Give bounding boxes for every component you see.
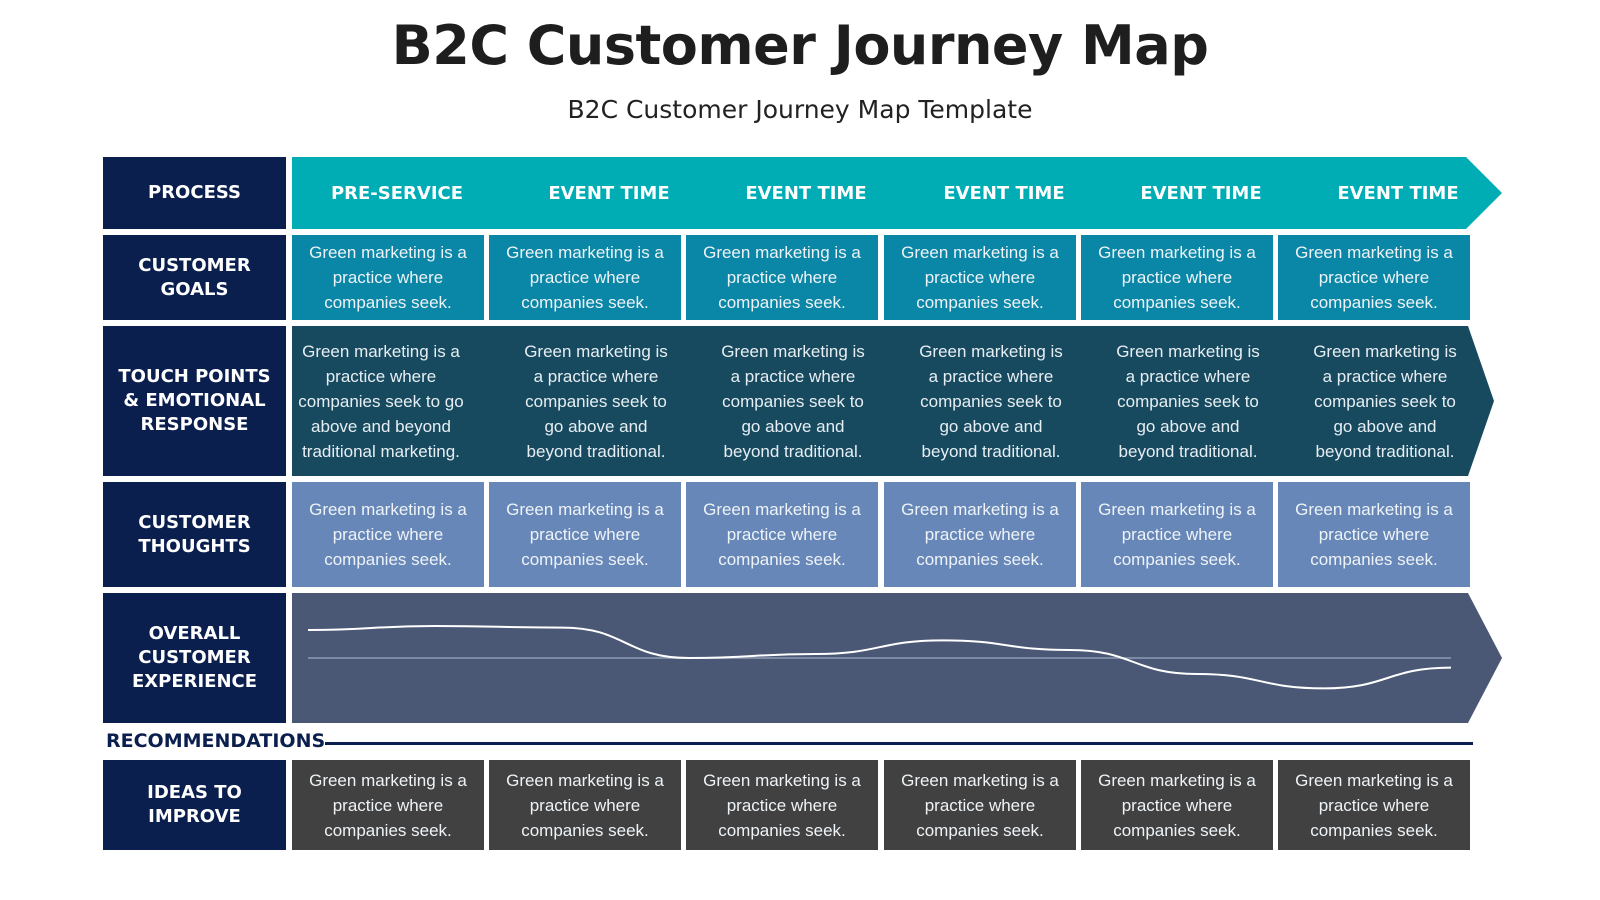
- stage-label: PRE-SERVICE: [330, 182, 464, 204]
- stage-chevron: [678, 157, 918, 229]
- idea-cell: Green marketing is a practice where comp…: [686, 760, 878, 850]
- touch-point-chevron: [1272, 326, 1494, 476]
- touch-point-text: Green marketing is a practice where comp…: [298, 341, 464, 461]
- row-label-customer-thoughts: CUSTOMER THOUGHTS: [103, 482, 286, 587]
- idea-cell: Green marketing is a practice where comp…: [489, 760, 681, 850]
- customer-thought-cell: Green marketing is a practice where comp…: [884, 482, 1076, 587]
- stage-chevron: [292, 157, 524, 229]
- customer-goal-cell: Green marketing is a practice where comp…: [884, 235, 1076, 320]
- customer-thought-cell: Green marketing is a practice where comp…: [1081, 482, 1273, 587]
- touch-point-text: Green marketing is a practice where comp…: [524, 341, 668, 461]
- stage-label: EVENT TIME: [943, 182, 1065, 204]
- stage-chevron: [1270, 157, 1502, 229]
- touch-point-text: Green marketing is a practice where comp…: [1116, 341, 1260, 461]
- touch-point-text: Green marketing is a practice where comp…: [919, 341, 1063, 461]
- customer-thought-cell: Green marketing is a practice where comp…: [686, 482, 878, 587]
- idea-cell: Green marketing is a practice where comp…: [1081, 760, 1273, 850]
- page-title: B2C Customer Journey Map: [391, 14, 1209, 77]
- touch-point-chevron: [878, 326, 1108, 476]
- customer-thought-cell: Green marketing is a practice where comp…: [489, 482, 681, 587]
- stage-label: EVENT TIME: [548, 182, 670, 204]
- idea-cell: Green marketing is a practice where comp…: [292, 760, 484, 850]
- page-subtitle: B2C Customer Journey Map Template: [567, 95, 1033, 124]
- touch-point-chevron: [680, 326, 910, 476]
- stage-chevron: [876, 157, 1116, 229]
- customer-goal-cell: Green marketing is a practice where comp…: [686, 235, 878, 320]
- stage-chevron: [1073, 157, 1313, 229]
- row-label-touch-points: TOUCH POINTS & EMOTIONAL RESPONSE: [103, 326, 286, 476]
- recommendations-heading: RECOMMENDATIONS: [106, 730, 326, 752]
- customer-goal-cell: Green marketing is a practice where comp…: [1081, 235, 1273, 320]
- customer-goal-cell: Green marketing is a practice where comp…: [489, 235, 681, 320]
- experience-curve: [307, 624, 1452, 690]
- recommendations-divider: [325, 742, 1473, 745]
- touch-point-text: Green marketing is a practice where comp…: [721, 341, 865, 461]
- customer-goal-cell: Green marketing is a practice where comp…: [1278, 235, 1470, 320]
- touch-point-chevron: [1075, 326, 1305, 476]
- row-label-ideas-to-improve: IDEAS TO IMPROVE: [103, 760, 286, 850]
- customer-goal-cell: Green marketing is a practice where comp…: [292, 235, 484, 320]
- row-label-overall-experience: OVERALL CUSTOMER EXPERIENCE: [103, 593, 286, 723]
- customer-thought-cell: Green marketing is a practice where comp…: [1278, 482, 1470, 587]
- stage-chevron: [481, 157, 721, 229]
- idea-cell: Green marketing is a practice where comp…: [884, 760, 1076, 850]
- touch-point-text: Green marketing is a practice where comp…: [1313, 341, 1457, 461]
- stage-label: EVENT TIME: [1337, 182, 1459, 204]
- row-label-process: PROCESS: [103, 157, 286, 229]
- customer-thought-cell: Green marketing is a practice where comp…: [292, 482, 484, 587]
- stage-label: EVENT TIME: [1140, 182, 1262, 204]
- touch-point-chevron: [292, 326, 516, 476]
- idea-cell: Green marketing is a practice where comp…: [1278, 760, 1470, 850]
- stage-label: EVENT TIME: [745, 182, 867, 204]
- touch-point-chevron: [483, 326, 713, 476]
- row-label-customer-goals: CUSTOMER GOALS: [103, 235, 286, 320]
